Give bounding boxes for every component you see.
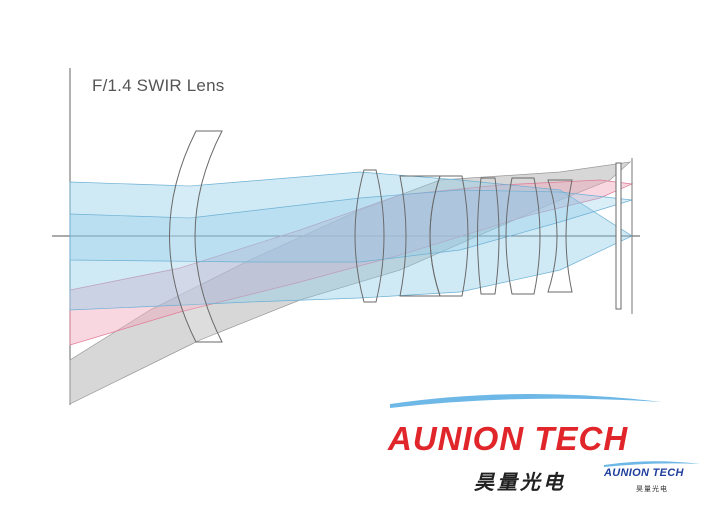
logo-swoosh-small	[604, 461, 700, 467]
logo-brand-name: AUNION TECH	[388, 420, 629, 457]
diagram-title: F/1.4 SWIR Lens	[92, 76, 225, 95]
logo-brand-name-small: AUNION TECH	[604, 467, 684, 479]
logo-swoosh	[390, 393, 662, 408]
logo-chinese-name: 昊量光电	[474, 470, 566, 494]
ray-bundle-blue-upper	[69, 189, 633, 263]
lens-element-6	[505, 177, 541, 295]
lens-element-2	[354, 169, 385, 303]
logo-chinese-name-small: 昊量光电	[636, 485, 668, 493]
lens-element-7	[547, 179, 573, 293]
sensor-window	[615, 162, 622, 310]
lens-element-4	[429, 175, 469, 297]
lens-element-5	[477, 177, 500, 295]
front-meniscus-lens	[169, 130, 223, 343]
ray-bundle-blue-axial	[69, 171, 633, 311]
